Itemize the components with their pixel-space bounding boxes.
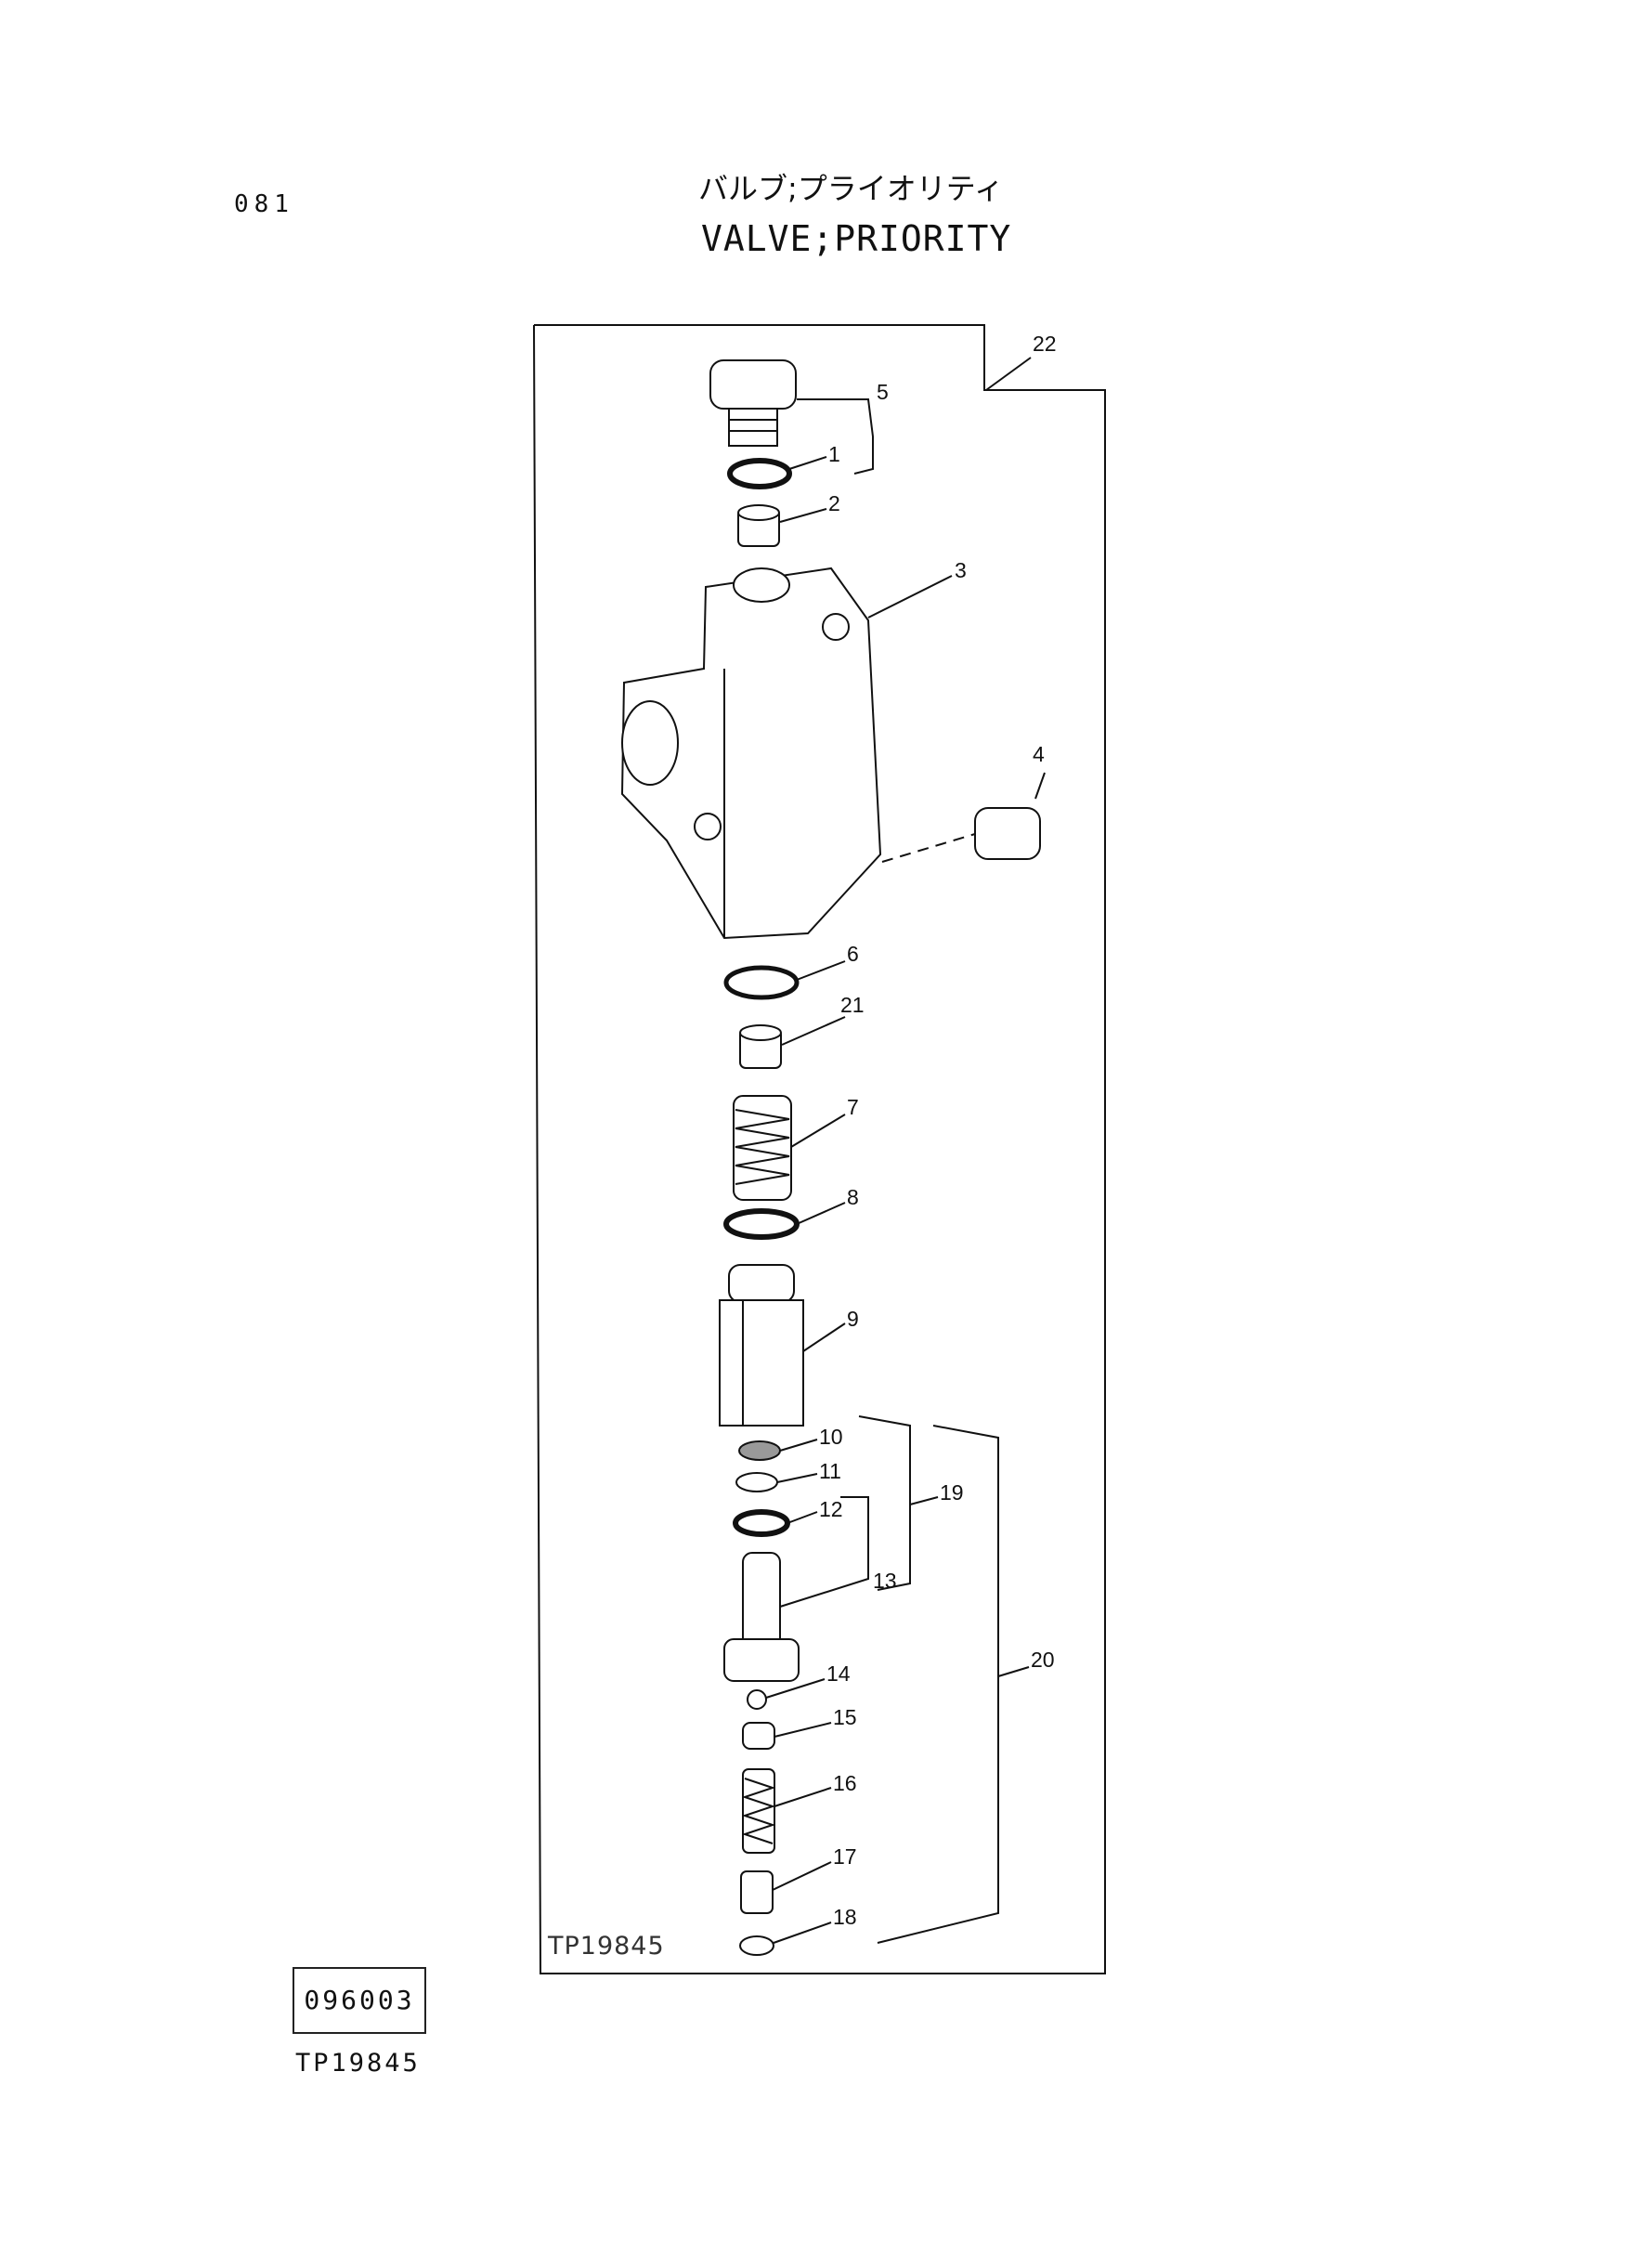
callout-14: 14 [826, 1661, 851, 1686]
callout-12: 12 [819, 1497, 843, 1521]
callout-8: 8 [847, 1185, 859, 1209]
callout-13: 13 [873, 1569, 897, 1593]
title-english: VALVE;PRIORITY [701, 218, 1012, 259]
part-poppet-15 [742, 1722, 775, 1750]
callout-6: 6 [847, 942, 859, 966]
callout-22: 22 [1033, 332, 1057, 356]
callout-9: 9 [847, 1307, 859, 1331]
part-o-ring-8 [723, 1208, 800, 1240]
part-o-ring-12 [733, 1509, 790, 1537]
callout-7: 7 [847, 1095, 859, 1119]
callout-21: 21 [840, 993, 865, 1017]
callout-11: 11 [819, 1459, 841, 1483]
callout-15: 15 [833, 1705, 857, 1729]
part-spring-7 [733, 1095, 792, 1201]
callout-2: 2 [828, 491, 840, 515]
part-o-ring-1 [727, 458, 792, 489]
part-spring-16 [741, 1768, 776, 1854]
page-number: 081 [234, 190, 294, 218]
callout-5: 5 [877, 380, 889, 404]
part-sleeve-13 [723, 1552, 800, 1682]
callout-18: 18 [833, 1905, 857, 1929]
callout-20: 20 [1031, 1648, 1055, 1672]
part-ball-14 [747, 1689, 767, 1710]
callout-1: 1 [828, 442, 840, 466]
diagram-frame [533, 324, 1106, 1974]
callout-19: 19 [940, 1480, 964, 1505]
code-box: 096003 [293, 1967, 426, 2034]
part-washer-6 [723, 965, 800, 1000]
title-japanese: バルブ;プライオリティ [698, 171, 1004, 206]
part-valve-body [620, 567, 882, 940]
part-ring-11 [735, 1472, 778, 1492]
drawing-reference: TP19845 [548, 1932, 665, 1961]
part-orifice-2 [737, 504, 780, 547]
callout-4: 4 [1033, 742, 1045, 766]
part-21 [739, 1024, 782, 1069]
callout-3: 3 [955, 558, 967, 582]
leader-lines [765, 398, 1046, 1944]
part-strainer-10 [738, 1440, 781, 1461]
callout-10: 10 [819, 1425, 843, 1449]
part-sleeve-17 [740, 1870, 774, 1914]
bottom-reference: TP19845 [295, 2049, 421, 2078]
part-seat-18 [739, 1935, 774, 1956]
callout-17: 17 [833, 1844, 857, 1869]
part-hex-9 [719, 1264, 804, 1427]
part-plug-4 [974, 807, 1041, 860]
part-plug-cap [709, 359, 797, 447]
callout-16: 16 [833, 1771, 857, 1795]
